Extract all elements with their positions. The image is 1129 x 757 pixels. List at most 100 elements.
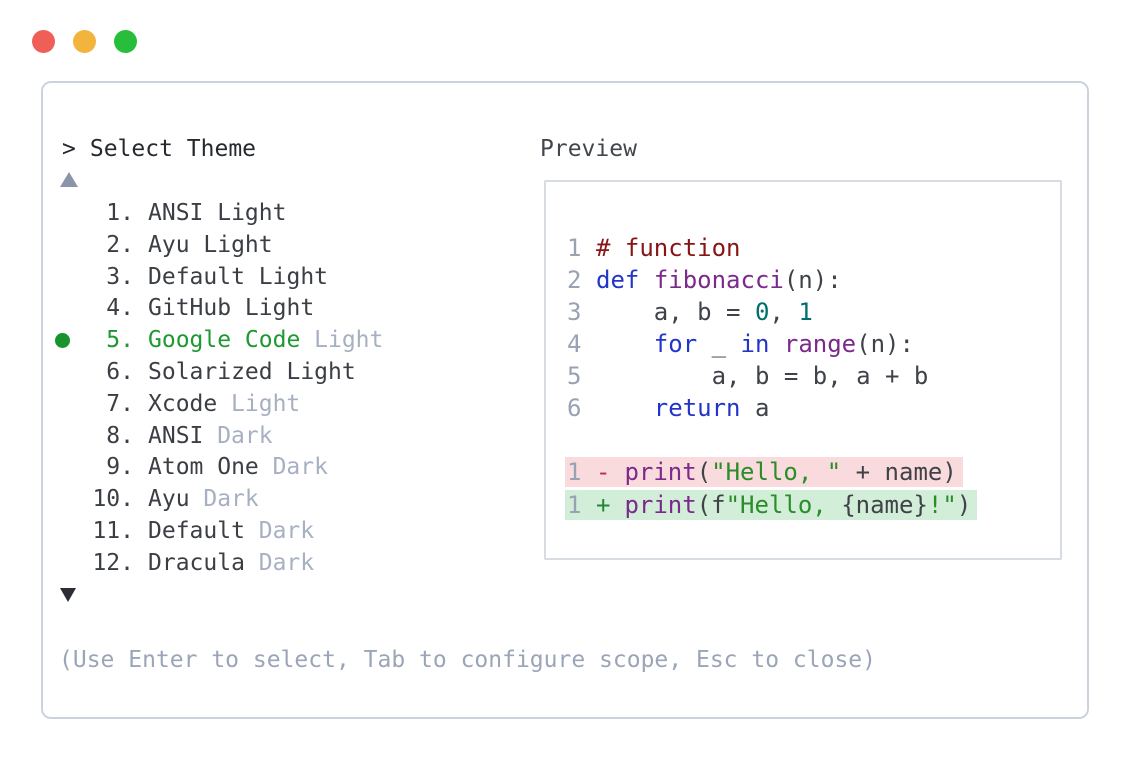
theme-item-4[interactable]: 4. GitHub Light <box>92 293 383 325</box>
code-line: 2 def fibonacci(n): <box>567 264 977 296</box>
code-token: print <box>624 491 697 519</box>
theme-name: Xcode <box>148 390 218 417</box>
code-token: 1 <box>798 298 813 326</box>
preview-box: 1 # function 2 def fibonacci(n): 3 a, b = … <box>544 180 1062 560</box>
triangle-down-icon <box>60 588 76 602</box>
code-token: print <box>624 458 697 486</box>
blank-line <box>567 424 977 456</box>
code-token: a, b = <box>596 298 755 326</box>
code-segments: return a <box>596 394 770 422</box>
theme-item-3[interactable]: 3. Default Light <box>92 262 383 294</box>
preview-label: Preview <box>540 136 637 162</box>
scroll-down-indicator[interactable] <box>60 588 78 604</box>
line-number: 3 <box>567 298 582 326</box>
diff-minus-sign: - <box>596 458 611 486</box>
code-segments: print("Hello, " + name) <box>624 458 956 486</box>
line-number: 1 <box>567 234 582 262</box>
line-number: 2 <box>567 266 582 294</box>
code-token: ) <box>956 491 972 519</box>
theme-item-1[interactable]: 1. ANSI Light <box>92 198 383 230</box>
line-number: 1 <box>567 458 582 486</box>
code-token: ( <box>696 458 712 486</box>
code-token: , <box>769 298 799 326</box>
code-token: return <box>653 394 741 422</box>
code-preview: 1 # function 2 def fibonacci(n): 3 a, b = … <box>565 232 978 522</box>
line-number: 1 <box>567 491 582 519</box>
theme-number: 4. <box>106 295 134 322</box>
code-token <box>639 266 653 294</box>
code-token: fibonacci <box>653 266 784 294</box>
close-icon[interactable] <box>32 30 55 53</box>
theme-item-12[interactable]: 12. Dracula Dark <box>92 548 383 580</box>
theme-variant: Dark <box>258 517 315 544</box>
code-token: (f <box>696 491 726 519</box>
diff-removed-bg: 1-print("Hello, " + name) <box>565 457 963 487</box>
code-segments: a, b = b, a + b <box>596 362 929 390</box>
theme-variant: Dark <box>217 422 273 449</box>
theme-item-2[interactable]: 2. Ayu Light <box>92 230 383 262</box>
triangle-up-icon <box>60 172 78 187</box>
theme-selector-panel: >Select Theme 1. ANSI Light 2. Ayu Light 3… <box>41 81 1089 719</box>
code-segments: print(f"Hello, {name}!") <box>624 491 971 519</box>
theme-number: 3. <box>106 263 134 290</box>
code-segments: a, b = 0, 1 <box>596 298 813 326</box>
code-token <box>596 330 654 358</box>
code-token: a <box>740 394 770 422</box>
code-token: range <box>783 330 857 358</box>
code-token: (n): <box>783 266 842 294</box>
code-line: 1 # function <box>567 232 977 264</box>
theme-name: Google Code <box>148 327 301 354</box>
code-token: !" <box>927 491 957 519</box>
code-token: # function <box>596 234 741 262</box>
theme-variant: Dark <box>258 549 315 576</box>
select-theme-title: >Select Theme <box>62 133 256 165</box>
code-token: + name) <box>841 458 957 486</box>
theme-number: 12. <box>92 549 134 576</box>
theme-name: Dracula <box>148 549 245 576</box>
code-token: "Hello, " <box>711 458 842 486</box>
code-token: {name} <box>841 491 928 519</box>
theme-variant: Light <box>231 390 301 417</box>
theme-name: Ayu Light <box>148 231 273 258</box>
theme-name: Solarized Light <box>148 358 356 385</box>
code-token: 0 <box>754 298 770 326</box>
theme-name: Ayu <box>148 486 190 513</box>
diff-added-line: 1 + print(f"Hello, {name}!") <box>565 490 978 522</box>
theme-name: Default Light <box>148 263 329 290</box>
theme-number: 5. <box>106 327 134 354</box>
theme-name: GitHub Light <box>148 295 315 322</box>
diff-removed-line: 1-print("Hello, " + name) <box>565 457 977 489</box>
code-line: 5 a, b = b, a + b <box>567 360 977 392</box>
code-token <box>769 330 783 358</box>
theme-number: 10. <box>92 486 134 513</box>
diff-plus-sign: + <box>596 491 611 519</box>
code-segments: def fibonacci(n): <box>596 266 842 294</box>
code-line: 3 a, b = 0, 1 <box>567 296 977 328</box>
code-segments: for _ in range(n): <box>596 330 914 358</box>
zoom-icon[interactable] <box>114 30 137 53</box>
code-token: for <box>653 330 698 358</box>
code-line: 4 for _ in range(n): <box>567 328 977 360</box>
diff-added-bg: 1 + print(f"Hello, {name}!") <box>565 490 978 520</box>
minimize-icon[interactable] <box>73 30 96 53</box>
code-token: (n): <box>856 330 914 358</box>
scroll-up-indicator[interactable] <box>60 172 78 188</box>
theme-item-6[interactable]: 6.Solarized Light <box>92 357 383 389</box>
line-number: 5 <box>567 362 582 390</box>
theme-name: ANSI Light <box>148 200 287 226</box>
code-token <box>596 394 654 422</box>
code-token: _ <box>697 330 741 358</box>
theme-number: 2. <box>106 231 134 258</box>
theme-variant: Dark <box>272 454 328 481</box>
theme-name: Atom One <box>148 454 259 481</box>
code-segments: # function <box>596 234 741 262</box>
keyboard-hint: (Use Enter to select, Tab to configure s… <box>59 647 876 673</box>
window-controls <box>32 30 137 53</box>
theme-number: 1. <box>106 200 134 226</box>
